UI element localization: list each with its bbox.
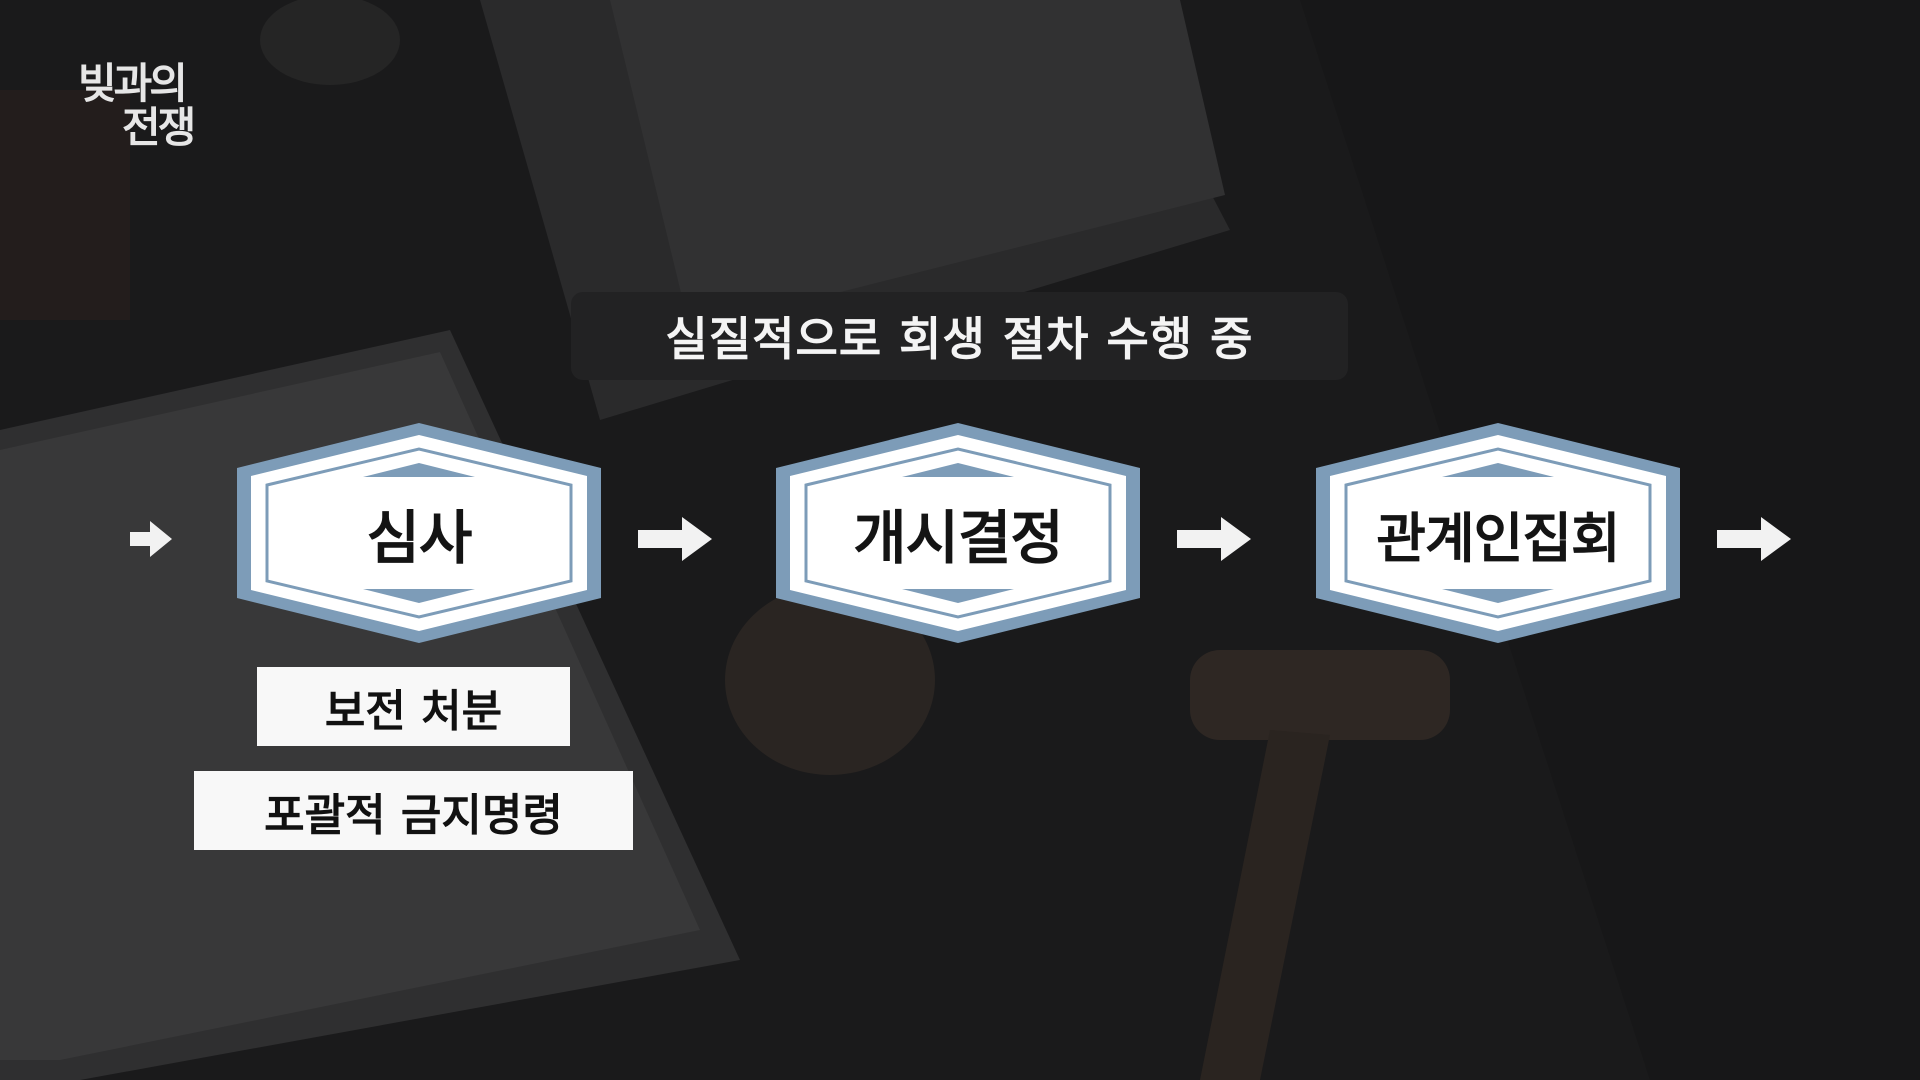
logo-line1: 빚과의	[78, 59, 188, 108]
right-arrow-icon	[638, 517, 712, 561]
hexagon-badge-icon	[237, 423, 601, 643]
step-label: 관계인집회	[1376, 506, 1620, 570]
hexagon-badge-icon	[776, 423, 1140, 643]
step-review: 심사	[237, 423, 601, 643]
logo-line2: 전쟁	[122, 103, 196, 152]
right-arrow-icon	[130, 521, 172, 557]
right-arrow-icon	[1717, 517, 1791, 561]
step-label: 심사	[366, 504, 473, 572]
right-arrow-icon	[1177, 517, 1251, 561]
tag-comprehensive-stay-order: 포괄적 금지명령	[194, 771, 633, 850]
hexagon-badge-icon	[1316, 423, 1680, 643]
step-commencement: 개시결정	[776, 423, 1140, 643]
channel-logo: 빚과의 전쟁	[78, 59, 196, 152]
headline-banner: 실질적으로 회생 절차 수행 중	[571, 292, 1348, 380]
step-creditors-meeting: 관계인집회	[1316, 423, 1680, 643]
step-label: 개시결정	[853, 504, 1063, 572]
tag-preservation-order: 보전 처분	[257, 667, 570, 746]
